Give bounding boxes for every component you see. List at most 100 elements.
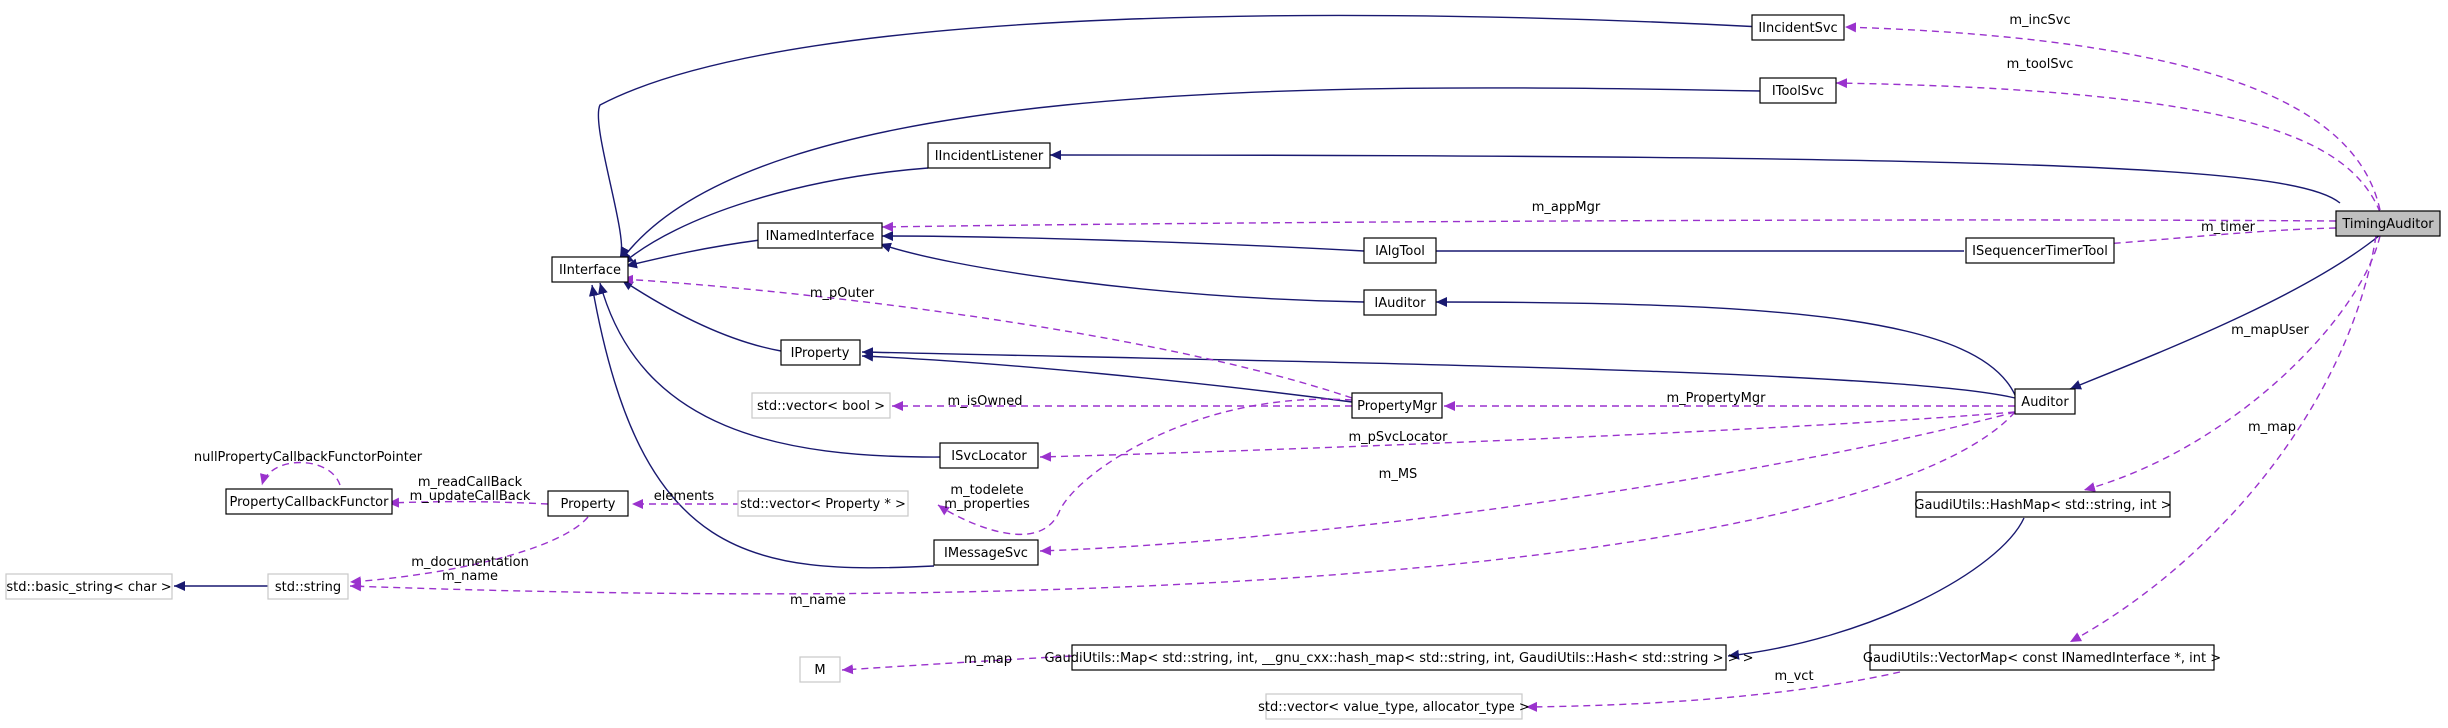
- node-gaudi-map[interactable]: GaudiUtils::Map< std::string, int, __gnu…: [1044, 644, 1754, 671]
- edge-auditor-iproperty: [861, 347, 2016, 399]
- label-m_map-top: m_map: [2248, 420, 2296, 435]
- node-basic-string[interactable]: std::basic_string< char >: [5, 573, 173, 600]
- node-vector-bool-label: std::vector< bool >: [757, 399, 885, 414]
- node-auditor-label: Auditor: [2021, 395, 2069, 410]
- node-vectormap-label: GaudiUtils::VectorMap< const INamedInter…: [1863, 651, 2221, 666]
- node-isequencer-timer-tool-label: ISequencerTimerTool: [1972, 244, 2108, 259]
- label-m_incsvc: m_incSvc: [2009, 13, 2070, 28]
- node-iauditor-label: IAuditor: [1374, 296, 1426, 311]
- edge-ialgtool-inamedinterface: [881, 231, 1365, 252]
- node-isvc-locator[interactable]: ISvcLocator: [939, 442, 1039, 469]
- edge-m_todelete-m_properties: [937, 398, 1353, 536]
- label-m_vct: m_vct: [1774, 669, 1813, 684]
- label-m_properties: m_properties: [944, 497, 1030, 512]
- edge-labels: m_incSvc m_toolSvc m_appMgr m_timer m_pO…: [194, 13, 2310, 684]
- node-isequencer-timer-tool[interactable]: ISequencerTimerTool: [1965, 237, 2115, 264]
- edge-propertymgr-iproperty: [861, 351, 1353, 403]
- label-m_name-auditor: m_name: [790, 593, 846, 608]
- edge-iauditor-inamedinterface: [879, 242, 1365, 303]
- node-itool-svc[interactable]: IToolSvc: [1759, 77, 1837, 104]
- label-m_isowned: m_isOwned: [948, 394, 1023, 409]
- node-m-label: M: [814, 663, 825, 678]
- label-m_propertymgr: m_PropertyMgr: [1667, 391, 1767, 406]
- node-property[interactable]: Property: [547, 490, 629, 517]
- node-timing-auditor-label: TimingAuditor: [2341, 217, 2434, 232]
- label-m_mapuser: m_mapUser: [2231, 323, 2309, 338]
- node-imessage-svc-label: IMessageSvc: [944, 546, 1028, 561]
- node-iproperty[interactable]: IProperty: [780, 339, 861, 366]
- label-m_map-bottom: m_map: [964, 652, 1012, 667]
- edge-readcallback: [387, 497, 549, 508]
- edge-null-callback-loop: [260, 461, 341, 486]
- node-property-label: Property: [560, 497, 615, 512]
- label-m_readcallback: m_readCallBack: [418, 475, 523, 490]
- node-iproperty-label: IProperty: [791, 346, 850, 361]
- label-elements: elements: [654, 489, 715, 504]
- node-isvc-locator-label: ISvcLocator: [951, 449, 1027, 464]
- node-timing-auditor[interactable]: TimingAuditor: [2335, 210, 2441, 237]
- node-iincident-listener-label: IIncidentListener: [935, 149, 1044, 164]
- node-vector-value-type[interactable]: std::vector< value_type, allocator_type …: [1258, 693, 1530, 720]
- edge-m_ms: [1039, 411, 2016, 556]
- edge-auditor-iauditor: [1435, 297, 2016, 396]
- node-hashmap-label: GaudiUtils::HashMap< std::string, int >: [1914, 498, 2171, 513]
- node-iauditor[interactable]: IAuditor: [1363, 289, 1437, 316]
- inheritance-edges: [174, 14, 2381, 660]
- label-null-callback: nullPropertyCallbackFunctorPointer: [194, 450, 423, 465]
- label-m_toolsvc: m_toolSvc: [2007, 57, 2074, 72]
- edge-hashmap-gaudimap: [1727, 517, 2025, 660]
- node-property-mgr-label: PropertyMgr: [1357, 399, 1437, 414]
- label-m_updatecallback: m_updateCallBack: [410, 489, 531, 504]
- label-m_appmgr: m_appMgr: [1532, 200, 1601, 215]
- node-hashmap[interactable]: GaudiUtils::HashMap< std::string, int >: [1914, 491, 2172, 518]
- edge-imessagesvc-iinterface: [588, 284, 935, 569]
- node-imessage-svc[interactable]: IMessageSvc: [933, 539, 1039, 566]
- node-m[interactable]: M: [799, 656, 841, 683]
- edge-auditor-iincidentlistener: [1049, 150, 2341, 204]
- node-iincident-listener[interactable]: IIncidentListener: [927, 142, 1051, 169]
- node-gaudi-map-label: GaudiUtils::Map< std::string, int, __gnu…: [1044, 651, 1753, 666]
- node-property-mgr[interactable]: PropertyMgr: [1351, 392, 1443, 419]
- node-std-string[interactable]: std::string: [267, 573, 349, 600]
- edge-m_incsvc: [1844, 22, 2381, 211]
- node-basic-string-label: std::basic_string< char >: [6, 580, 171, 595]
- edge-timingauditor-auditor: [2069, 234, 2381, 390]
- node-property-callback-functor[interactable]: PropertyCallbackFunctor: [225, 488, 393, 515]
- node-vector-value-type-label: std::vector< value_type, allocator_type …: [1258, 700, 1530, 715]
- node-iincident-svc[interactable]: IIncidentSvc: [1751, 14, 1845, 41]
- node-itool-svc-label: IToolSvc: [1772, 84, 1824, 99]
- edge-m_vct: [1525, 671, 1901, 712]
- label-m_ms: m_MS: [1379, 467, 1418, 482]
- edge-inamedinterface-iinterface: [625, 239, 761, 269]
- node-inamed-interface-label: INamedInterface: [766, 229, 875, 244]
- node-property-callback-functor-label: PropertyCallbackFunctor: [230, 495, 390, 510]
- edge-m_pouter: [621, 274, 1353, 399]
- node-vector-property[interactable]: std::vector< Property * >: [737, 490, 909, 517]
- node-vector-property-label: std::vector< Property * >: [740, 497, 906, 512]
- node-iincident-svc-label: IIncidentSvc: [1758, 21, 1837, 36]
- node-ialg-tool-label: IAlgTool: [1375, 244, 1425, 259]
- node-iinterface[interactable]: IInterface: [551, 256, 629, 283]
- label-m_pouter: m_pOuter: [810, 286, 875, 301]
- edge-m_map-bottom: [841, 655, 1073, 675]
- edge-itoolsvc-iinterface: [619, 87, 1763, 263]
- edge-iincidentsvc-iinterface: [597, 14, 1763, 259]
- edge-m_toolsvc: [1835, 78, 2381, 213]
- edge-m_maptop: [2069, 235, 2377, 643]
- edge-m_name-auditor: [349, 411, 2016, 595]
- edge-isvclocator-iinterface: [598, 282, 943, 458]
- node-inamed-interface[interactable]: INamedInterface: [757, 222, 883, 249]
- usage-edges: [260, 22, 2381, 712]
- node-auditor[interactable]: Auditor: [2014, 388, 2076, 415]
- edge-m_appmgr: [881, 219, 2337, 232]
- label-m_name-property: m_name: [442, 569, 498, 584]
- edge-documentation-name: [349, 516, 589, 587]
- node-vectormap[interactable]: GaudiUtils::VectorMap< const INamedInter…: [1863, 644, 2221, 671]
- label-m_timer: m_timer: [2201, 220, 2256, 235]
- edge-m_mapuser: [2083, 235, 2381, 492]
- node-iinterface-label: IInterface: [559, 263, 621, 278]
- node-ialg-tool[interactable]: IAlgTool: [1363, 237, 1437, 264]
- edge-iproperty-iinterface: [621, 279, 782, 352]
- node-vector-bool[interactable]: std::vector< bool >: [751, 392, 891, 419]
